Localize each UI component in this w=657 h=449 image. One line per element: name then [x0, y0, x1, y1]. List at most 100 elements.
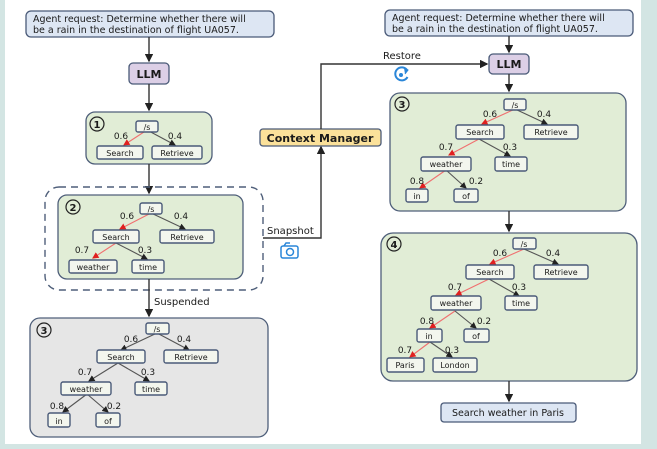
edge-probability: 0.6	[114, 132, 129, 142]
edge-probability: 0.7	[75, 246, 89, 256]
tree-edge-chosen	[480, 108, 516, 125]
tree-node-label: Retrieve	[160, 149, 193, 158]
tree-node	[68, 259, 118, 274]
tree-edge-chosen	[448, 138, 480, 156]
tree-node	[504, 295, 538, 311]
left-llm-label: LLM	[137, 68, 162, 81]
tree-edge	[523, 248, 560, 265]
edge-probability: 0.3	[503, 143, 517, 153]
tree-edge	[86, 393, 109, 413]
tree-node	[131, 259, 165, 274]
tree-node-label: weather	[430, 160, 463, 169]
output-label: Search weather in Paris	[452, 408, 564, 419]
tree-edge	[514, 108, 548, 125]
restore-label: Restore	[383, 51, 421, 62]
tree-node	[523, 124, 579, 140]
tree-node-label: weather	[70, 385, 103, 394]
edge-probability: 0.4	[546, 249, 561, 259]
panel-number: 2	[70, 203, 77, 214]
snapshot-region	[44, 186, 264, 291]
tree-node-label: Search	[466, 128, 493, 137]
tree-node	[159, 229, 215, 244]
right-request-line2: be a rain in the destination of flight U…	[392, 24, 598, 35]
right-llm-box: LLM	[488, 53, 530, 75]
edge-probability: 0.7	[448, 283, 462, 293]
edge-probability: 0.6	[493, 249, 508, 259]
tree-edge-chosen	[92, 242, 117, 259]
tree-edge	[156, 332, 190, 351]
tree-edge	[429, 341, 453, 358]
edge-probability: 0.4	[168, 132, 183, 142]
panel-number: 3	[41, 326, 48, 337]
right-request-box: Agent request: Determine whether there w…	[384, 9, 634, 37]
tree-node-root-label: /s	[154, 325, 161, 334]
edge-probability: 0.8	[420, 317, 435, 327]
edge-probability: 0.3	[445, 346, 459, 356]
tree-node	[163, 349, 219, 364]
edge-probability: 0.4	[537, 110, 552, 120]
tree-edge	[117, 362, 150, 382]
right-panel-4: 4 /s 0.6 0.4 Search Retrieve 0.7 0.3 wea…	[380, 232, 638, 382]
tree-node-root	[503, 98, 527, 111]
tree-node-label: of	[462, 192, 470, 201]
tree-node-label: time	[142, 385, 160, 394]
tree-edge	[115, 242, 148, 260]
edge-probability: 0.6	[483, 110, 498, 120]
tree-node	[92, 229, 140, 244]
tree-edge-chosen	[488, 248, 525, 265]
left-panel-2: 2 /s 0.6 0.4 Search Retrieve 0.7 0.3 wea…	[57, 194, 244, 280]
tree-node	[463, 328, 490, 343]
tree-node-root-label: /s	[512, 101, 519, 110]
tree-node	[453, 188, 479, 203]
tree-node	[494, 156, 528, 172]
context-manager-box: Context Manager	[259, 128, 382, 147]
output-box: Search weather in Paris	[440, 402, 577, 423]
tree-edge	[62, 393, 88, 413]
tree-node-label: Retrieve	[174, 353, 207, 362]
snapshot-arrow	[263, 145, 326, 239]
tree-node	[430, 295, 482, 311]
tree-edge	[120, 332, 158, 351]
step-number-badge	[394, 96, 410, 112]
tree-node	[465, 264, 515, 280]
edge-probability: 0.7	[439, 143, 453, 153]
tree-node-label: London	[440, 361, 469, 370]
tree-node	[96, 145, 144, 160]
tree-node	[386, 357, 425, 373]
suspended-label: Suspended	[154, 297, 210, 308]
tree-edge	[478, 138, 511, 157]
tree-node-root-label: /s	[144, 123, 151, 132]
tree-node	[60, 381, 112, 396]
tree-node-label: Search	[102, 233, 129, 242]
camera-icon	[280, 242, 299, 259]
left-request-line2: be a rain in the destination of flight U…	[33, 25, 239, 36]
panel-number: 1	[94, 120, 101, 131]
tree-node-root-label: /s	[148, 205, 155, 214]
tree-node	[533, 264, 589, 280]
edge-probability: 0.8	[410, 177, 425, 187]
tree-node-label: Search	[106, 149, 133, 158]
tree-node-label: time	[502, 160, 520, 169]
tree-edge	[88, 362, 119, 382]
tree-edge-chosen	[119, 212, 152, 230]
edge-probability: 0.6	[124, 335, 139, 345]
right-llm-label: LLM	[497, 58, 522, 71]
right-panel-3: 3 /s 0.6 0.4 Search Retrieve 0.7 0.3 wea…	[389, 92, 627, 212]
tree-node-label: Paris	[395, 361, 414, 370]
edge-probability: 0.8	[50, 402, 65, 412]
edge-probability: 0.7	[398, 346, 412, 356]
tree-node	[134, 381, 168, 396]
panel-number: 3	[399, 100, 406, 111]
edge-probability: 0.6	[120, 212, 135, 222]
restore-arrow	[320, 59, 489, 129]
step-number-badge	[386, 236, 402, 252]
tree-node-label: weather	[440, 299, 473, 308]
left-request-box: Agent request: Determine whether there w…	[25, 10, 275, 38]
left-request-line1: Agent request: Determine whether there w…	[33, 14, 246, 25]
tree-edge	[445, 169, 467, 189]
tree-node-label: Search	[107, 353, 134, 362]
edge-probability: 0.2	[477, 317, 491, 327]
edge-probability: 0.2	[469, 177, 483, 187]
tree-node-label: Retrieve	[544, 268, 577, 277]
snapshot-label: Snapshot	[267, 226, 314, 237]
